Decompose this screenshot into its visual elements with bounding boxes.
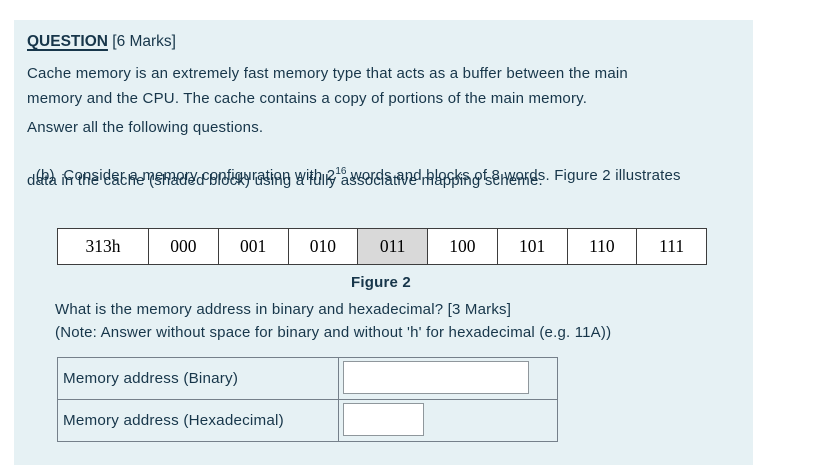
binary-row-label: Memory address (Binary) [58,358,339,399]
answer-all-text: Answer all the following questions. [27,119,264,136]
cache-block-cell-100: 100 [427,229,497,264]
part-b-suffix: words and blocks of 8 words. Figure 2 il… [346,167,681,184]
cache-tag-cell: 313h [58,229,148,264]
cache-block-cell-111: 111 [636,229,706,264]
part-b-prefix: (b) Consider a memory configuration with… [35,167,336,184]
intro-text-line-1: Cache memory is an extremely fast memory… [27,65,628,82]
question-title-word: QUESTION [27,33,108,50]
hexadecimal-answer-cell [339,400,557,441]
answer-row-binary: Memory address (Binary) [58,358,557,400]
answer-table: Memory address (Binary) Memory address (… [57,357,558,442]
cache-block-cell-010: 010 [287,229,358,264]
hexadecimal-row-label: Memory address (Hexadecimal) [58,400,339,441]
memory-address-binary-input[interactable] [343,361,529,394]
cache-figure-table: 313h 000 001 010 011 100 101 110 111 [57,228,707,265]
cache-block-cell-001: 001 [217,229,288,264]
exponent-16: 16 [335,166,347,177]
question-marks: [6 Marks] [107,33,176,50]
intro-text-line-2: memory and the CPU. The cache contains a… [27,90,588,107]
part-b-line-1: (b) Consider a memory configuration with… [27,144,681,186]
cache-block-cell-101: 101 [496,229,567,264]
part-b-line-2: data in the cache (shaded block) using a… [27,172,543,189]
question-title: QUESTION [6 Marks] [27,33,176,51]
figure-caption: Figure 2 [351,274,411,291]
question-note: (Note: Answer without space for binary a… [55,324,612,341]
binary-answer-cell [339,358,557,399]
answer-row-hexadecimal: Memory address (Hexadecimal) [58,400,557,441]
memory-address-hexadecimal-input[interactable] [343,403,424,436]
cache-block-cell-011-shaded: 011 [357,229,427,264]
cache-block-cell-110: 110 [566,229,637,264]
question-prompt: What is the memory address in binary and… [55,301,512,318]
cache-block-cell-000: 000 [148,229,218,264]
